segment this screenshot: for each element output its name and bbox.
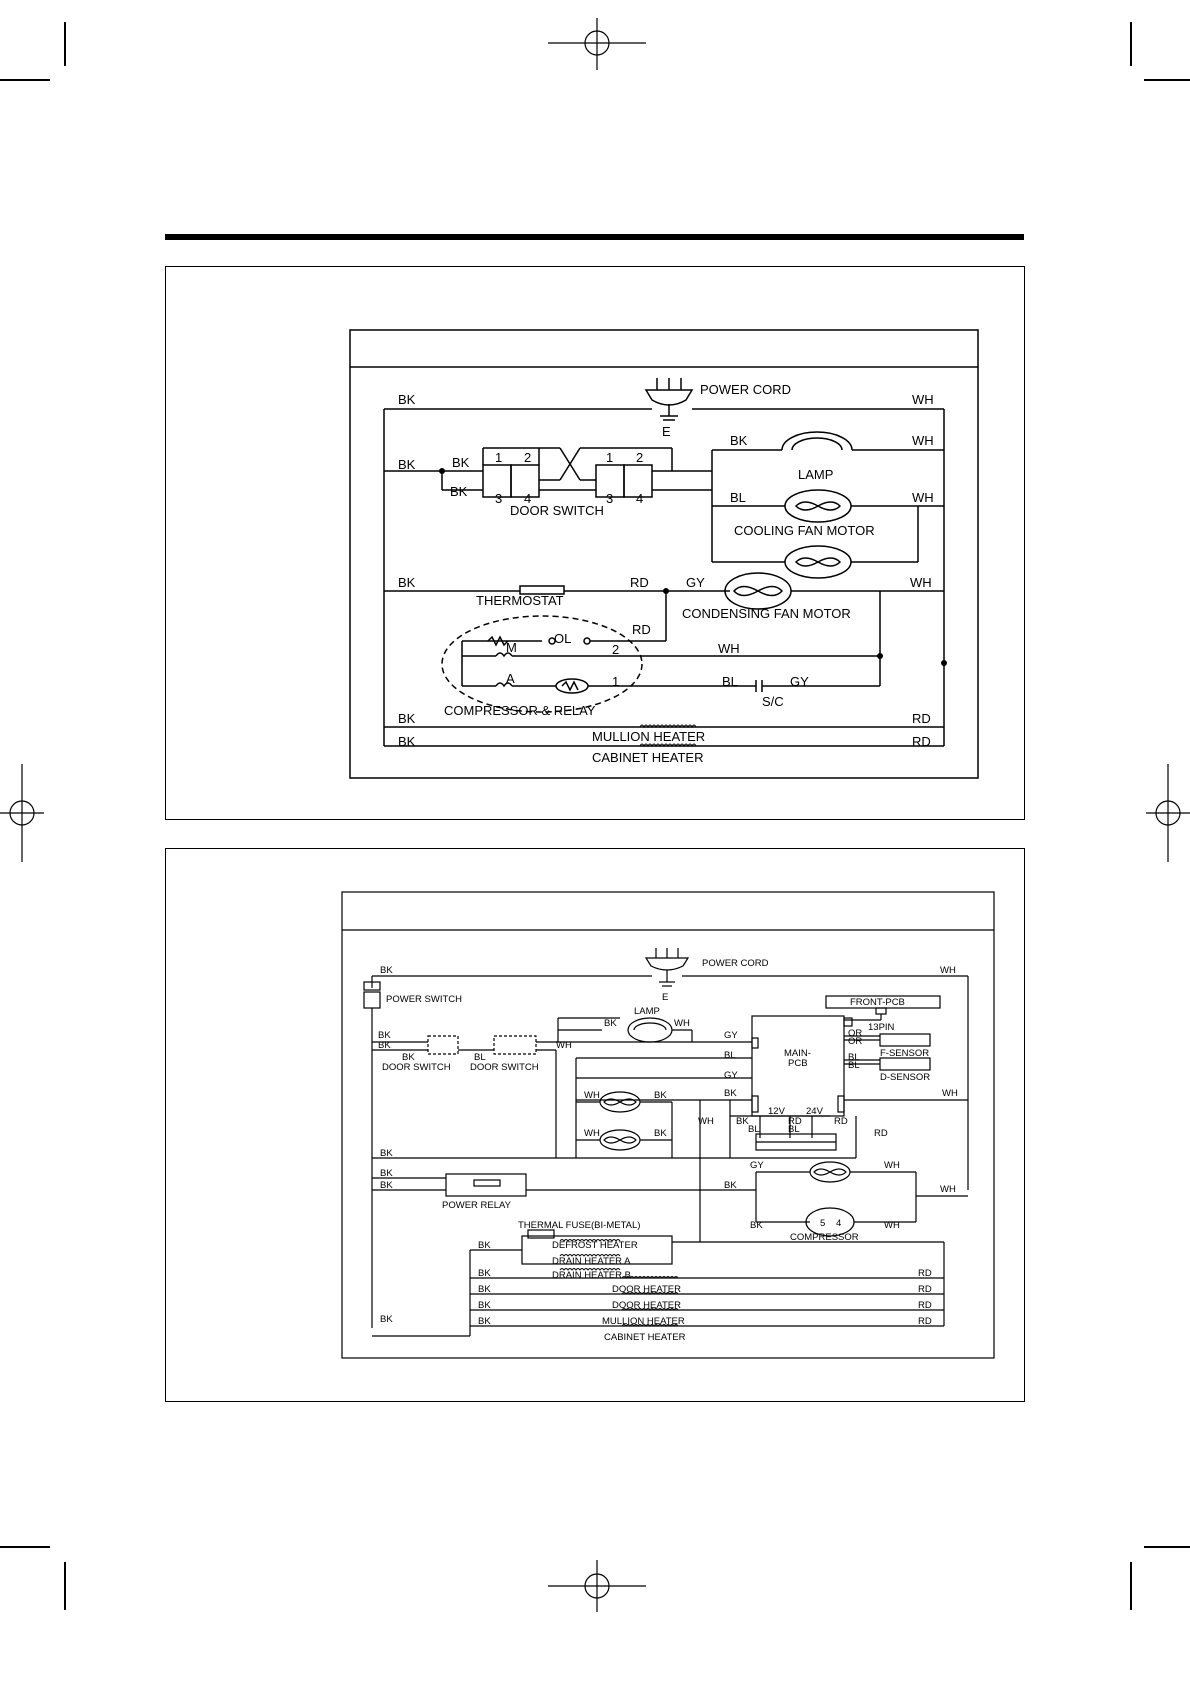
diagram-a-panel (165, 266, 1025, 820)
crop-mark (1144, 1546, 1190, 1548)
registration-target-bottom (548, 1560, 646, 1612)
registration-target-right (1146, 764, 1190, 862)
crop-mark (64, 22, 66, 66)
diagram-b-panel (165, 848, 1025, 1402)
crop-mark (0, 1546, 50, 1548)
crop-mark (0, 79, 50, 81)
registration-target-top (548, 18, 646, 70)
section-rule (165, 234, 1024, 240)
crop-mark (1130, 1562, 1132, 1610)
registration-target-left (0, 764, 44, 862)
crop-mark (1144, 79, 1190, 81)
crop-mark (1130, 22, 1132, 66)
crop-mark (64, 1562, 66, 1610)
